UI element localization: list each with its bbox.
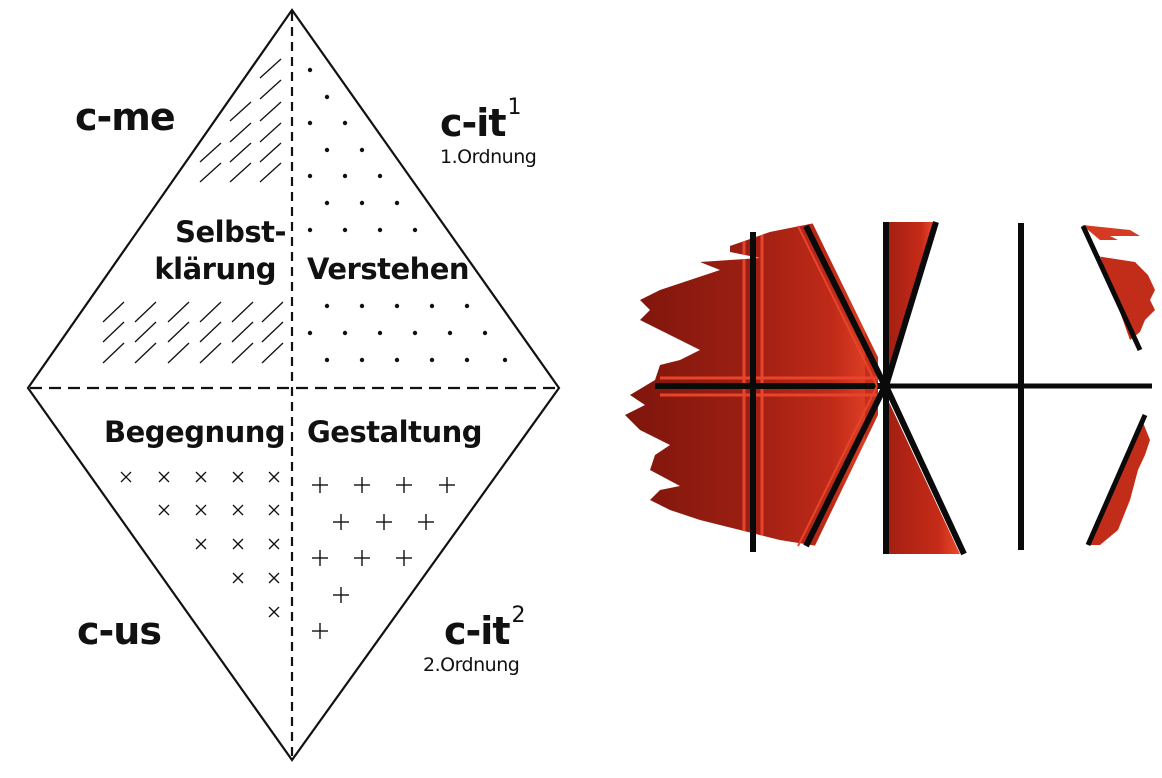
- cross-x-pattern: [120, 471, 280, 618]
- superscript-2: 2: [511, 603, 526, 628]
- diamond-diagram: [26, 8, 561, 762]
- quadrant-label-verstehen: Verstehen: [307, 252, 470, 286]
- superscript-1: 1: [507, 95, 522, 120]
- quadrant-label-selbst: Selbst-: [175, 215, 286, 249]
- corner-label-c-us: c-us: [77, 609, 162, 653]
- corner-label-c-me: c-me: [75, 95, 176, 139]
- dot-pattern: [307, 67, 508, 363]
- subtitle-2-ordnung: 2.Ordnung: [423, 654, 520, 676]
- corner-label-c-it-1: c-it1: [440, 97, 522, 145]
- quadrant-label-begegnung: Begegnung: [104, 415, 286, 449]
- plus-pattern: [312, 477, 455, 639]
- red-torn-graphic: [625, 218, 1155, 556]
- corner-label-c-it-2: c-it2: [444, 605, 526, 653]
- corner-label-c-it-2-text: c-it: [444, 609, 510, 653]
- diamond-outline: [26, 8, 561, 762]
- corner-label-c-it-1-text: c-it: [440, 101, 506, 145]
- quadrant-label-gestaltung: Gestaltung: [307, 415, 483, 449]
- quadrant-label-klaerung: klärung: [154, 252, 276, 286]
- hatch-pattern: [102, 58, 284, 364]
- subtitle-1-ordnung: 1.Ordnung: [440, 146, 537, 168]
